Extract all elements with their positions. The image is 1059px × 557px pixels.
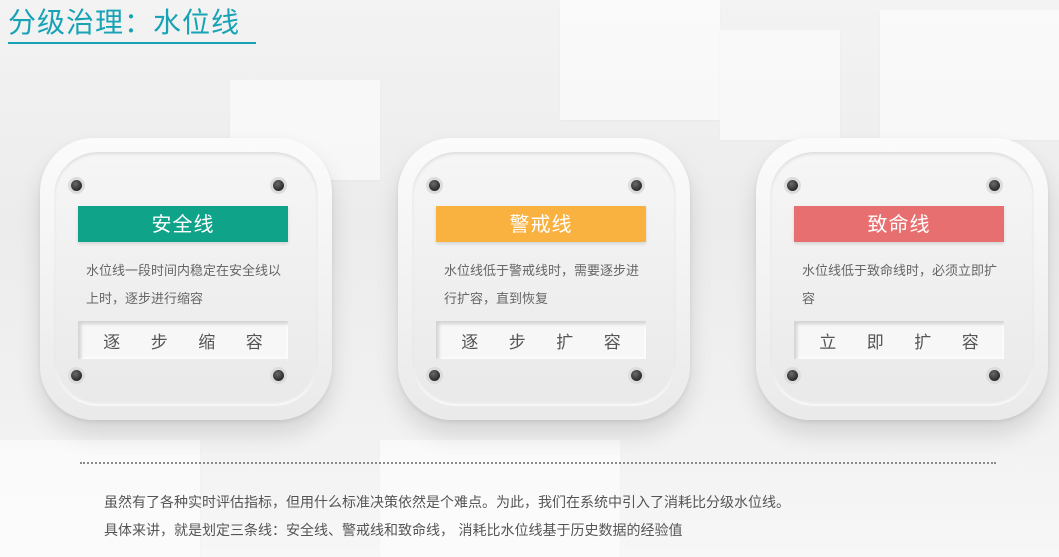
- screw-icon: [989, 180, 1000, 191]
- action-char: 逐: [103, 332, 121, 353]
- screw-icon: [631, 180, 642, 191]
- safe-line-description: 水位线一段时间内稳定在安全线以上时，逐步进行缩容: [86, 264, 282, 307]
- screw-icon: [71, 180, 82, 191]
- action-char: 即: [866, 332, 884, 353]
- action-char: 容: [245, 332, 263, 353]
- action-char: 步: [508, 332, 526, 353]
- background-block: [0, 440, 200, 557]
- action-char: 步: [150, 332, 168, 353]
- warning-line-description: 水位线低于警戒线时，需要逐步进行扩容，直到恢复: [444, 264, 640, 307]
- action-char: 逐: [461, 332, 479, 353]
- card-panel: [54, 152, 318, 406]
- action-char: 扩: [556, 332, 574, 353]
- screw-icon: [429, 180, 440, 191]
- screw-icon: [989, 370, 1000, 381]
- background-block: [720, 30, 840, 140]
- card-panel: [770, 152, 1034, 406]
- summary-line-2: 具体来讲，就是划定三条线：安全线、警戒线和致命线， 消耗比水位线基于历史数据的经…: [104, 523, 683, 539]
- screw-icon: [631, 370, 642, 381]
- page-title: 分级治理：水位线: [8, 6, 241, 39]
- screw-icon: [71, 370, 82, 381]
- action-char: 扩: [914, 332, 932, 353]
- background-block: [880, 10, 1059, 140]
- fatal-line-banner: 致命线: [794, 206, 1004, 242]
- action-char: 容: [603, 332, 621, 353]
- summary-line-1: 虽然有了各种实时评估指标，但用什么标准决策依然是个难点。为此，我们在系统中引入了…: [104, 495, 790, 511]
- action-char: 容: [961, 332, 979, 353]
- background-block: [560, 0, 720, 120]
- fatal-line-card: 致命线 水位线低于致命线时，必须立即扩容 立 即 扩 容: [756, 138, 1048, 420]
- title-underline: [8, 42, 256, 44]
- screw-icon: [429, 370, 440, 381]
- action-char: 立: [819, 332, 837, 353]
- action-char: 缩: [198, 332, 216, 353]
- screw-icon: [273, 180, 284, 191]
- warning-line-banner: 警戒线: [436, 206, 646, 242]
- screw-icon: [787, 180, 798, 191]
- safe-line-banner: 安全线: [78, 206, 288, 242]
- screw-icon: [787, 370, 798, 381]
- fatal-line-description: 水位线低于致命线时，必须立即扩容: [802, 264, 998, 307]
- warning-line-action: 逐 步 扩 容: [436, 321, 646, 359]
- safe-line-action: 逐 步 缩 容: [78, 321, 288, 359]
- card-panel: [412, 152, 676, 406]
- screw-icon: [273, 370, 284, 381]
- dotted-divider: [80, 462, 996, 464]
- fatal-line-action: 立 即 扩 容: [794, 321, 1004, 359]
- warning-line-card: 警戒线 水位线低于警戒线时，需要逐步进行扩容，直到恢复 逐 步 扩 容: [398, 138, 690, 420]
- background-block: [380, 440, 620, 557]
- safe-line-card: 安全线 水位线一段时间内稳定在安全线以上时，逐步进行缩容 逐 步 缩 容: [40, 138, 332, 420]
